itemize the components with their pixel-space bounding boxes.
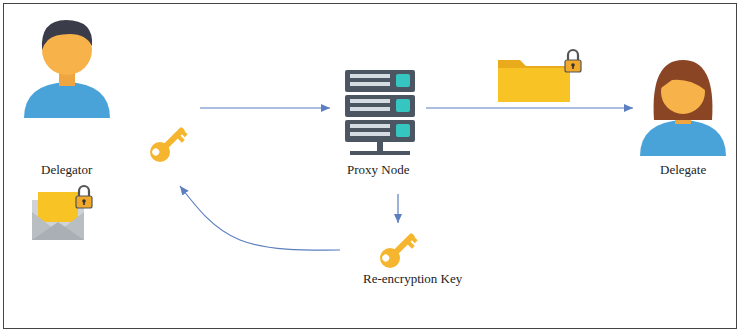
server-node: Proxy Node	[330, 62, 426, 180]
delegate-figure	[640, 60, 726, 156]
node-label: Re-encryption Key	[363, 271, 462, 287]
delegator-figure	[24, 20, 110, 118]
node-label: Delegate	[660, 162, 706, 178]
connector-arrow	[397, 194, 398, 223]
server-icon	[345, 70, 415, 155]
folder-icon	[498, 50, 581, 102]
envelope-icon	[32, 186, 92, 240]
connector-arrow	[200, 107, 330, 108]
key-node: Re-encryption Key	[340, 225, 490, 291]
node-label: Proxy Node	[347, 162, 409, 178]
actor-node: Delegate	[633, 52, 733, 182]
key-icon	[146, 122, 191, 167]
key-icon	[376, 228, 421, 273]
connector-arrow	[426, 107, 633, 108]
actor-node: Delegator	[20, 14, 200, 186]
connector-arrow	[180, 186, 340, 250]
node-label: Delegator	[41, 162, 92, 178]
